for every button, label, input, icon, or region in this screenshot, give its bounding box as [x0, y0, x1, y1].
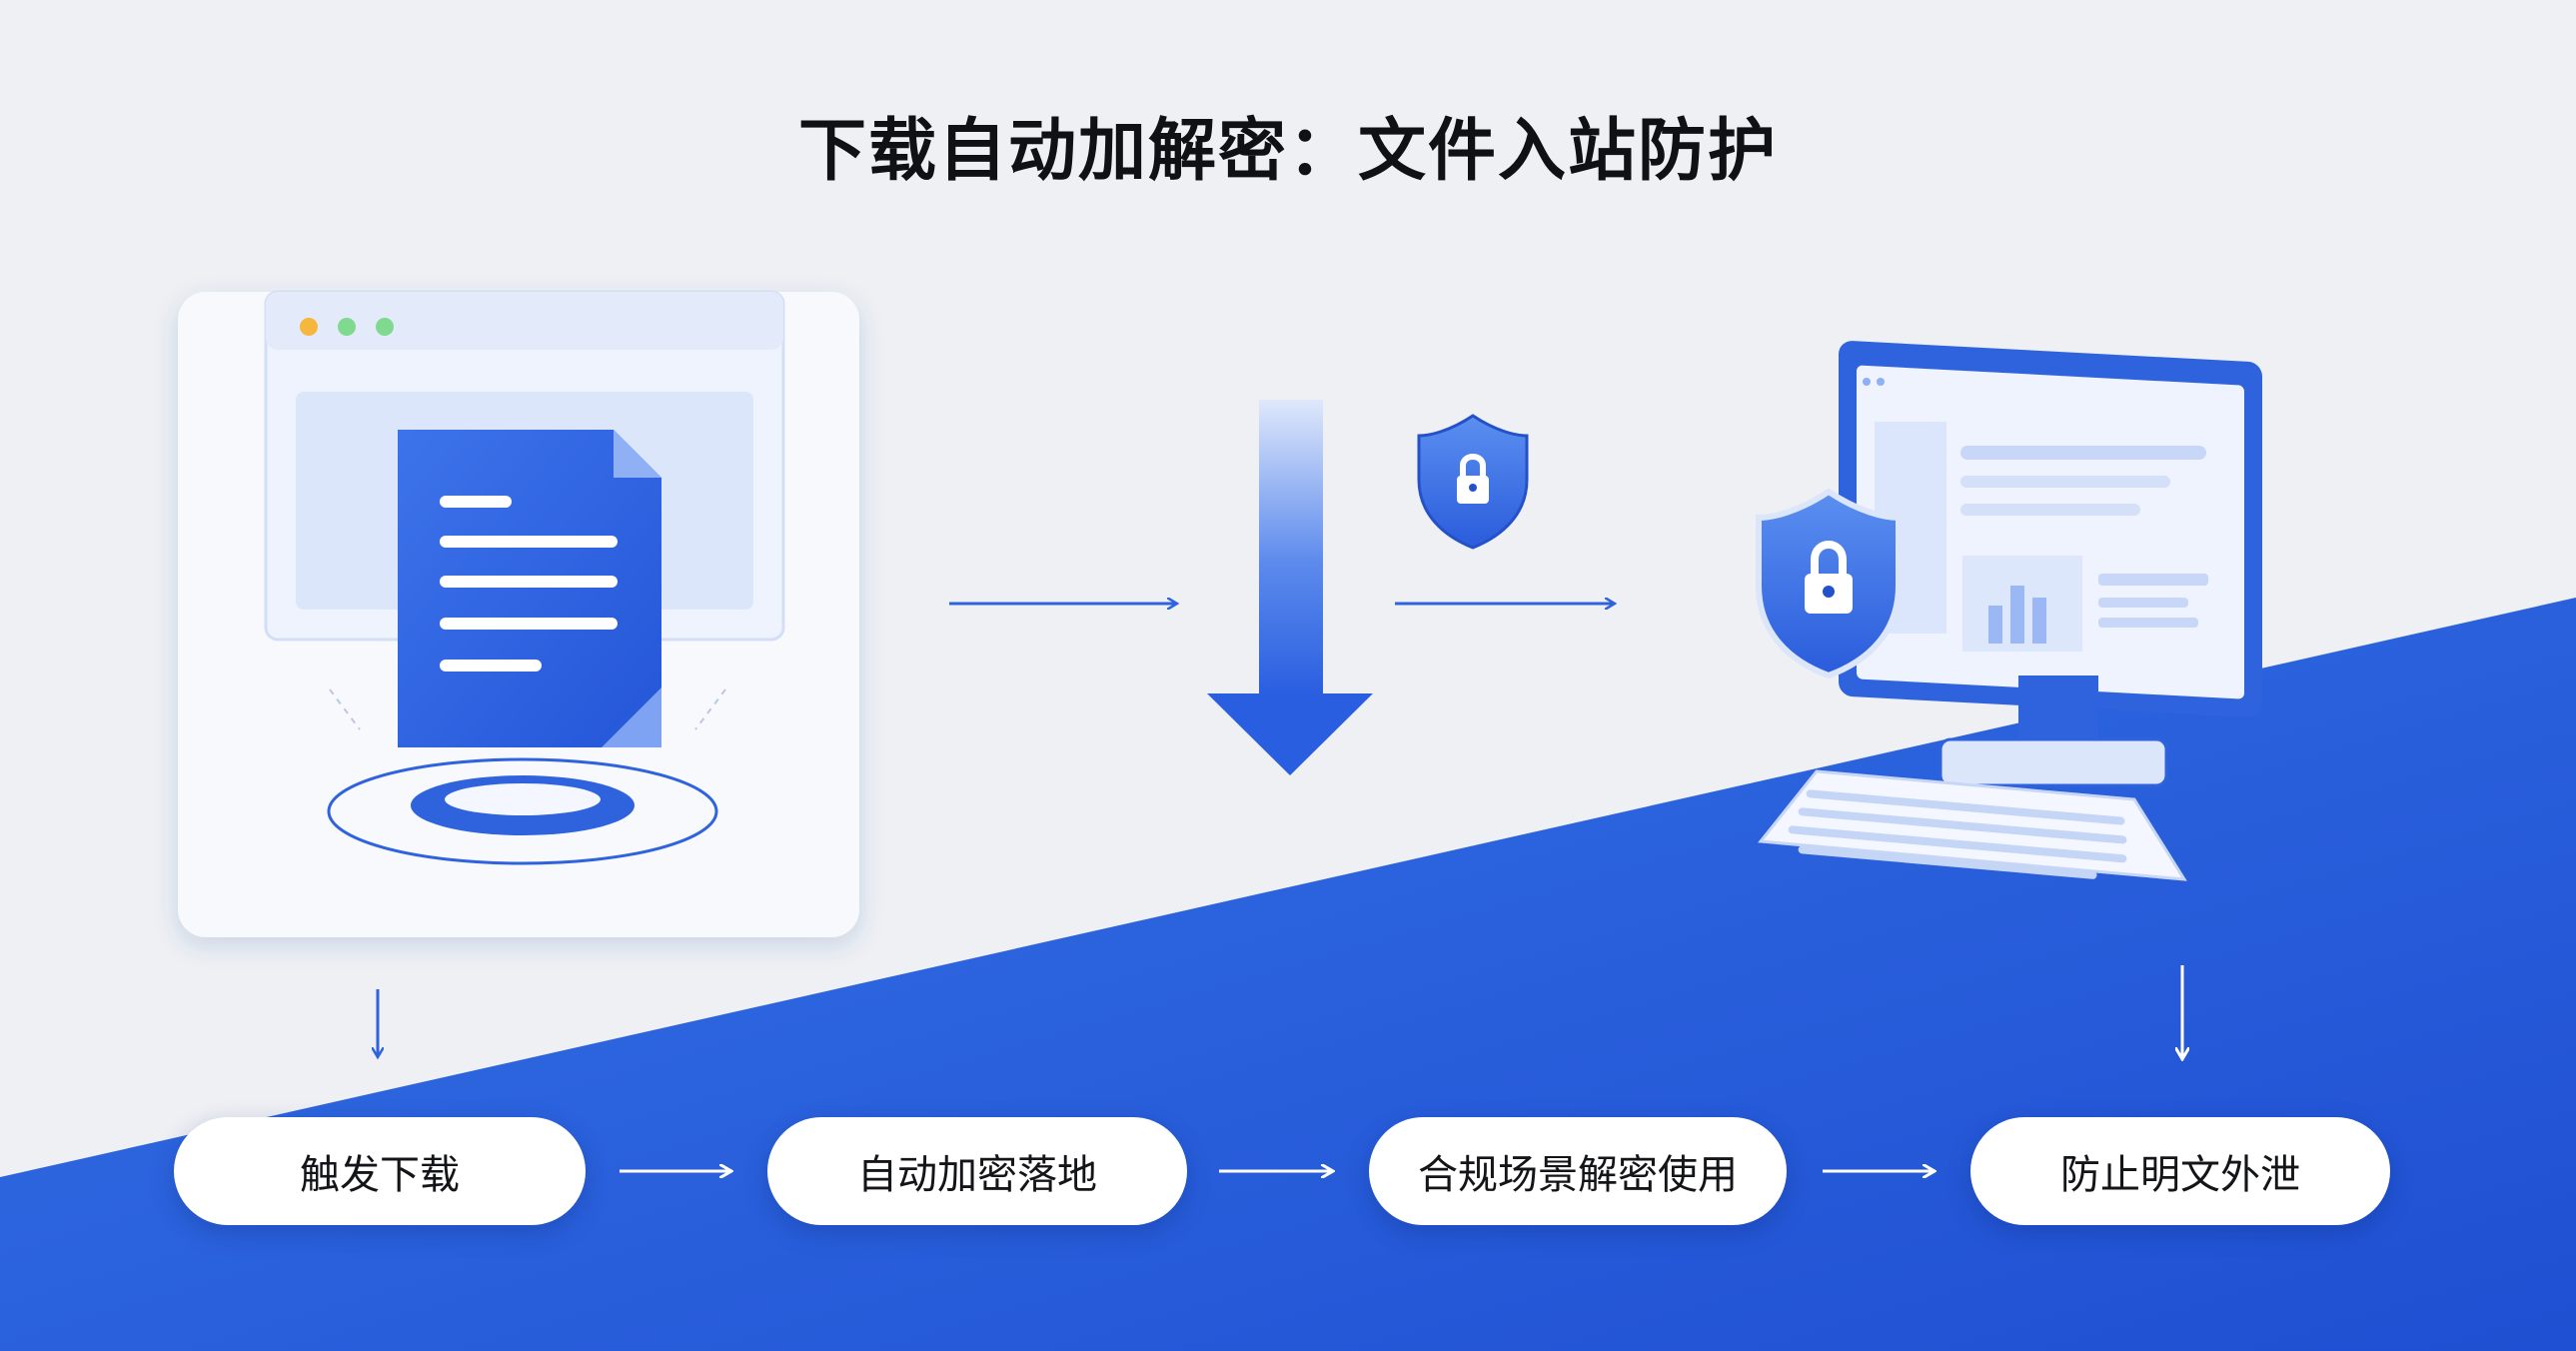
step-label: 合规场景解密使用 — [1418, 1152, 1738, 1198]
step-label: 防止明文外泄 — [2060, 1152, 2300, 1198]
step-auto-encrypt: 自动加密落地 — [767, 1117, 1187, 1225]
page-title: 下载自动加解密：文件入站防护 — [797, 112, 1778, 191]
shield-lock-icon — [1417, 414, 1529, 550]
desktop-computer-icon — [1839, 341, 2262, 787]
download-arrow-icon — [1207, 400, 1373, 775]
step-label: 自动加密落地 — [857, 1152, 1097, 1198]
step-label: 触发下载 — [300, 1152, 460, 1198]
document-icon — [398, 430, 661, 747]
keyboard-icon — [1758, 769, 2187, 881]
step-trigger-download: 触发下载 — [174, 1117, 586, 1225]
shield-lock-icon — [1756, 488, 1902, 679]
step-compliant-decrypt: 合规场景解密使用 — [1369, 1117, 1787, 1225]
step-prevent-leak: 防止明文外泄 — [1970, 1117, 2390, 1225]
